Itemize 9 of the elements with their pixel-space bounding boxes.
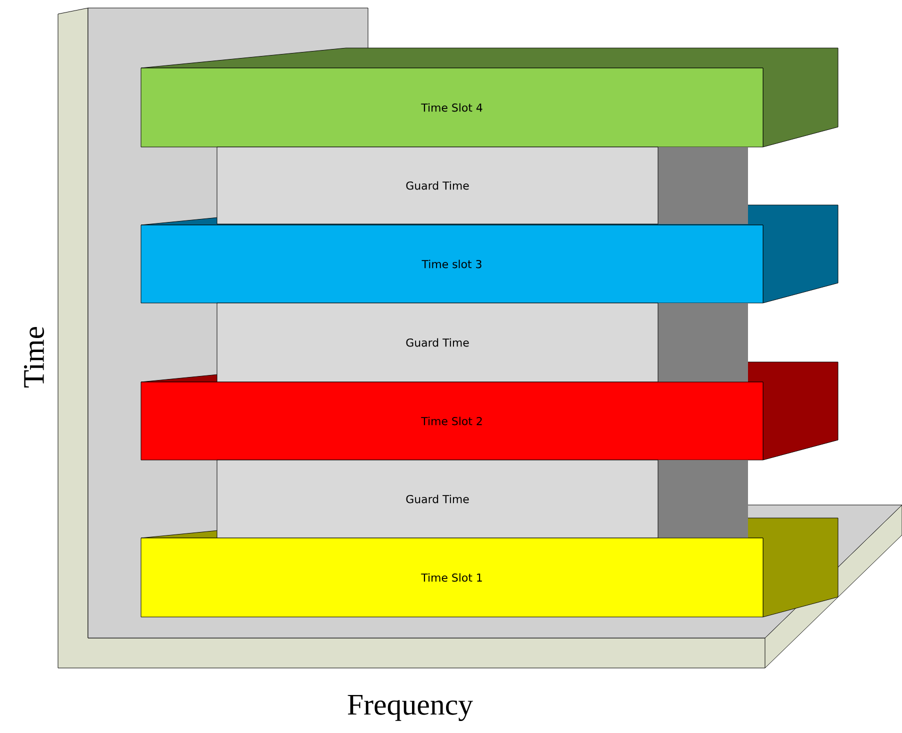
time-slot-bar: Time Slot 1 [140, 538, 764, 618]
axis-label: Time [24, 327, 44, 388]
time-slot-bar: Time Slot 4 [140, 68, 764, 148]
guard-time-block: Guard Time [216, 302, 748, 382]
axis-label: Frequency [348, 694, 473, 721]
guard-time-block: Guard Time [216, 146, 748, 224]
time-slot-bar: Time slot 3 [140, 224, 764, 304]
time-slot-bar: Time Slot 2 [140, 382, 764, 460]
guard-time-block: Guard Time [216, 460, 748, 538]
